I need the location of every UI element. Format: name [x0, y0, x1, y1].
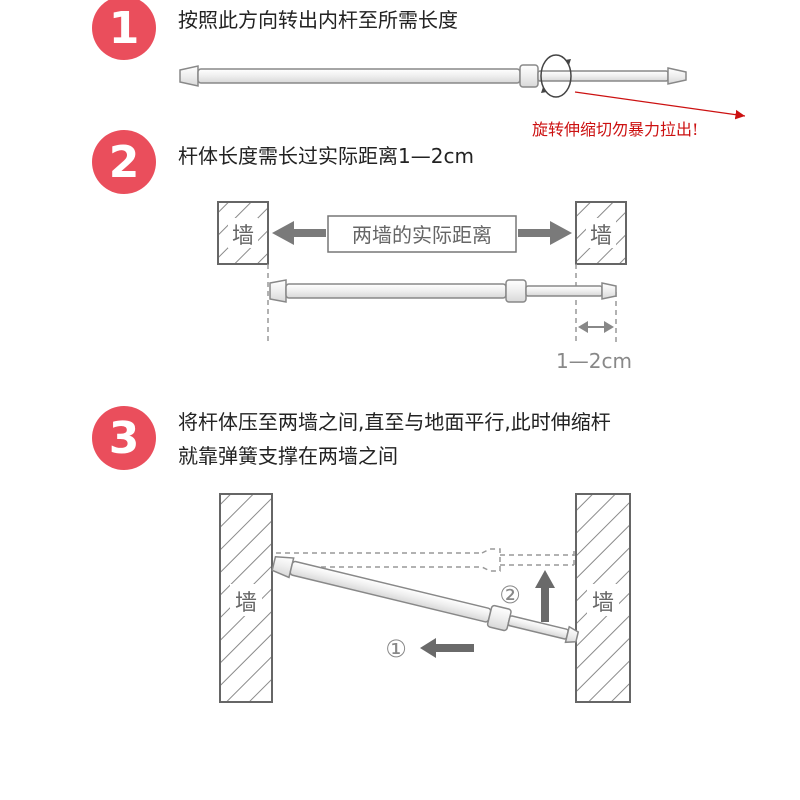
step-2-left-wall: 墙 — [217, 201, 269, 265]
step-3-badge: 3 — [92, 406, 156, 470]
step-1-rod — [179, 64, 687, 88]
step-2-right-wall: 墙 — [575, 201, 627, 265]
step-2-gap-arrow — [578, 321, 614, 333]
step-3-tilted-rod — [271, 555, 580, 644]
step-3-instruction-line2: 就靠弹簧支撑在两墙之间 — [178, 444, 398, 468]
step-1-warning-note: 旋转伸缩切勿暴力拉出! — [532, 120, 698, 139]
step-2-right-wall-label: 墙 — [590, 224, 612, 249]
step-2-rod — [269, 279, 617, 303]
step-2-distance-arrow — [272, 221, 572, 245]
step-2-guide-lines — [267, 264, 617, 344]
step-2-distance-label-box — [327, 215, 517, 253]
step-3-right-wall-label: 墙 — [592, 591, 614, 616]
step-3-right-wall: 墙 — [575, 493, 631, 703]
step-3-instruction-line1: 将杆体压至两墙之间,直至与地面平行,此时伸缩杆 — [178, 410, 611, 434]
step-2-left-wall-label: 墙 — [232, 224, 254, 249]
step-3-left-wall-label: 墙 — [235, 591, 257, 616]
step-2-gap-label: 1—2cm — [556, 349, 632, 373]
step-2-distance-label: 两墙的实际距离 — [352, 223, 492, 247]
warning-pointer-arrow — [574, 91, 746, 120]
step-1-instruction: 按照此方向转出内杆至所需长度 — [178, 8, 458, 32]
step-1-badge: 1 — [92, 0, 156, 60]
step-3-target-rod-outline — [276, 548, 575, 572]
step-1-number: 1 — [108, 2, 140, 54]
step-2-number: 2 — [108, 136, 140, 188]
step-3-marker-1: ① — [385, 635, 407, 663]
step-3-number: 3 — [108, 412, 140, 464]
step-3-push-left-arrow — [420, 638, 474, 658]
step-3-push-up-arrow — [535, 570, 555, 622]
step-3-marker-2: ② — [499, 581, 521, 609]
step-2-badge: 2 — [92, 130, 156, 194]
rotate-direction-icon — [540, 54, 572, 98]
step-3-left-wall: 墙 — [219, 493, 273, 703]
step-2-instruction: 杆体长度需长过实际距离1—2cm — [178, 144, 474, 168]
